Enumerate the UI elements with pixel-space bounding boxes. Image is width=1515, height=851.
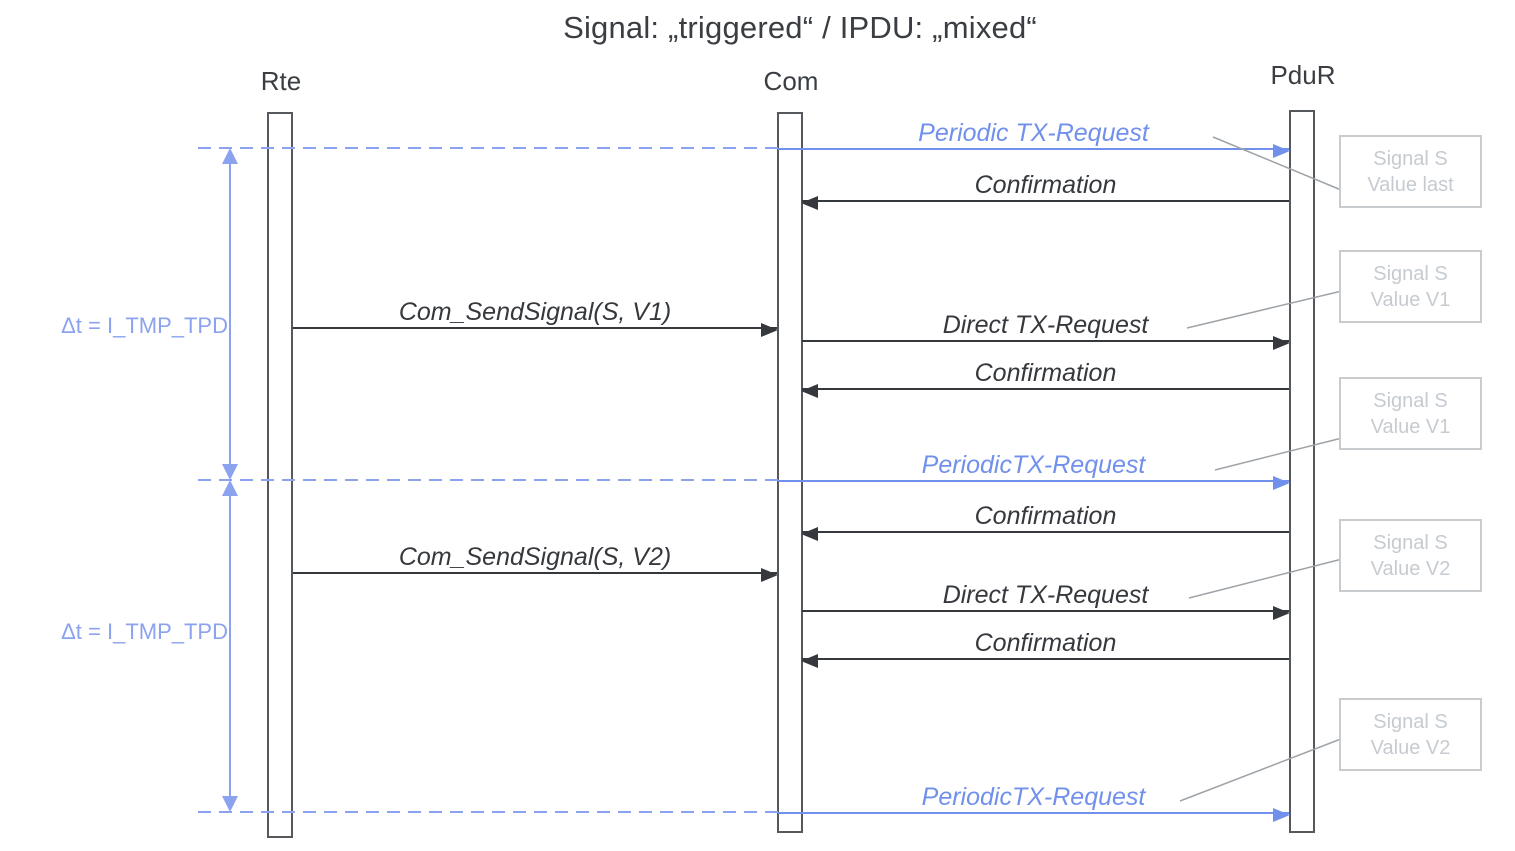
lifeline-label-com: Com: [763, 66, 819, 96]
arrowhead-right-icon: [761, 568, 778, 582]
period-boundary-dashed-line: [198, 147, 778, 149]
message-confirmation-3: Confirmation: [801, 501, 1289, 541]
signal-value-note: Signal S Value V2: [1339, 698, 1482, 771]
message-com-sendsignal-v1: Com_SendSignal(S, V1): [293, 297, 778, 337]
arrowhead-left-icon: [801, 384, 818, 398]
message-label: PeriodicTX-Request: [921, 451, 1146, 479]
delta-t-measure-arrow: [229, 150, 231, 478]
message-label: Confirmation: [974, 629, 1117, 657]
message-confirmation-4: Confirmation: [801, 628, 1289, 668]
message-line: [802, 340, 1289, 342]
diagram-title: Signal: „triggered“ / IPDU: „mixed“: [563, 10, 1037, 45]
message-periodic-tx-request-2: PeriodicTX-Request: [778, 450, 1290, 490]
period-boundary-dashed-line: [198, 811, 778, 813]
message-label: Direct TX-Request: [942, 581, 1149, 609]
note-line2: Value V1: [1370, 288, 1451, 311]
note-line1: Signal S: [1373, 262, 1448, 285]
message-label: Periodic TX-Request: [918, 119, 1149, 147]
message-line: [802, 200, 1289, 202]
message-periodic-tx-request-3: PeriodicTX-Request: [778, 782, 1290, 822]
note-line2: Value V1: [1370, 415, 1451, 438]
message-line: [802, 531, 1289, 533]
message-line: [802, 658, 1289, 660]
lifeline-label-pdur: PduR: [1270, 60, 1336, 90]
arrowhead-left-icon: [801, 654, 818, 668]
message-confirmation-1: Confirmation: [801, 170, 1289, 210]
message-line: [293, 327, 777, 329]
message-label: Direct TX-Request: [942, 311, 1149, 339]
arrowhead-left-icon: [801, 527, 818, 541]
delta-t-measure-arrow: [229, 482, 231, 810]
signal-value-note: Signal S Value V1: [1339, 377, 1482, 450]
message-label: Confirmation: [974, 502, 1117, 530]
arrowhead-right-icon: [1273, 606, 1290, 620]
message-periodic-tx-request-1: Periodic TX-Request: [778, 118, 1290, 158]
message-line: [293, 572, 777, 574]
message-label: Confirmation: [974, 359, 1117, 387]
message-confirmation-2: Confirmation: [801, 358, 1289, 398]
lifeline-bar-pdur: [1289, 110, 1315, 833]
period-boundary-dashed-line: [198, 479, 778, 481]
message-line: [802, 610, 1289, 612]
arrowhead-up-icon: [222, 480, 238, 496]
arrowhead-right-icon: [761, 323, 778, 337]
lifeline-bar-rte: [267, 112, 293, 838]
message-com-sendsignal-v2: Com_SendSignal(S, V2): [293, 542, 778, 582]
signal-value-note: Signal S Value last: [1339, 135, 1482, 208]
message-label: Com_SendSignal(S, V2): [398, 543, 672, 571]
note-line1: Signal S: [1373, 147, 1448, 170]
message-line: [778, 480, 1289, 482]
message-direct-tx-request-2: Direct TX-Request: [802, 580, 1290, 620]
arrowhead-right-icon: [1273, 144, 1290, 158]
arrowhead-down-icon: [222, 796, 238, 812]
note-line1: Signal S: [1373, 389, 1448, 412]
signal-value-note: Signal S Value V1: [1339, 250, 1482, 323]
arrowhead-up-icon: [222, 148, 238, 164]
arrowhead-right-icon: [1273, 476, 1290, 490]
message-label: PeriodicTX-Request: [921, 783, 1146, 811]
arrowhead-right-icon: [1273, 336, 1290, 350]
message-line: [778, 148, 1289, 150]
lifeline-bar-com: [777, 112, 803, 833]
arrowhead-down-icon: [222, 464, 238, 480]
note-line2: Value V2: [1370, 736, 1451, 759]
note-line2: Value last: [1367, 173, 1454, 196]
message-label: Com_SendSignal(S, V1): [398, 298, 672, 326]
message-line: [778, 812, 1289, 814]
arrowhead-right-icon: [1273, 808, 1290, 822]
message-label: Confirmation: [974, 171, 1117, 199]
delta-t-label: Δt = I_TMP_TPD: [61, 619, 228, 644]
delta-t-label: Δt = I_TMP_TPD: [61, 313, 228, 338]
note-line1: Signal S: [1373, 531, 1448, 554]
note-line2: Value V2: [1370, 557, 1451, 580]
note-line1: Signal S: [1373, 710, 1448, 733]
lifeline-label-rte: Rte: [260, 66, 302, 96]
arrowhead-left-icon: [801, 196, 818, 210]
message-direct-tx-request-1: Direct TX-Request: [802, 310, 1290, 350]
signal-value-note: Signal S Value V2: [1339, 519, 1482, 592]
message-line: [802, 388, 1289, 390]
